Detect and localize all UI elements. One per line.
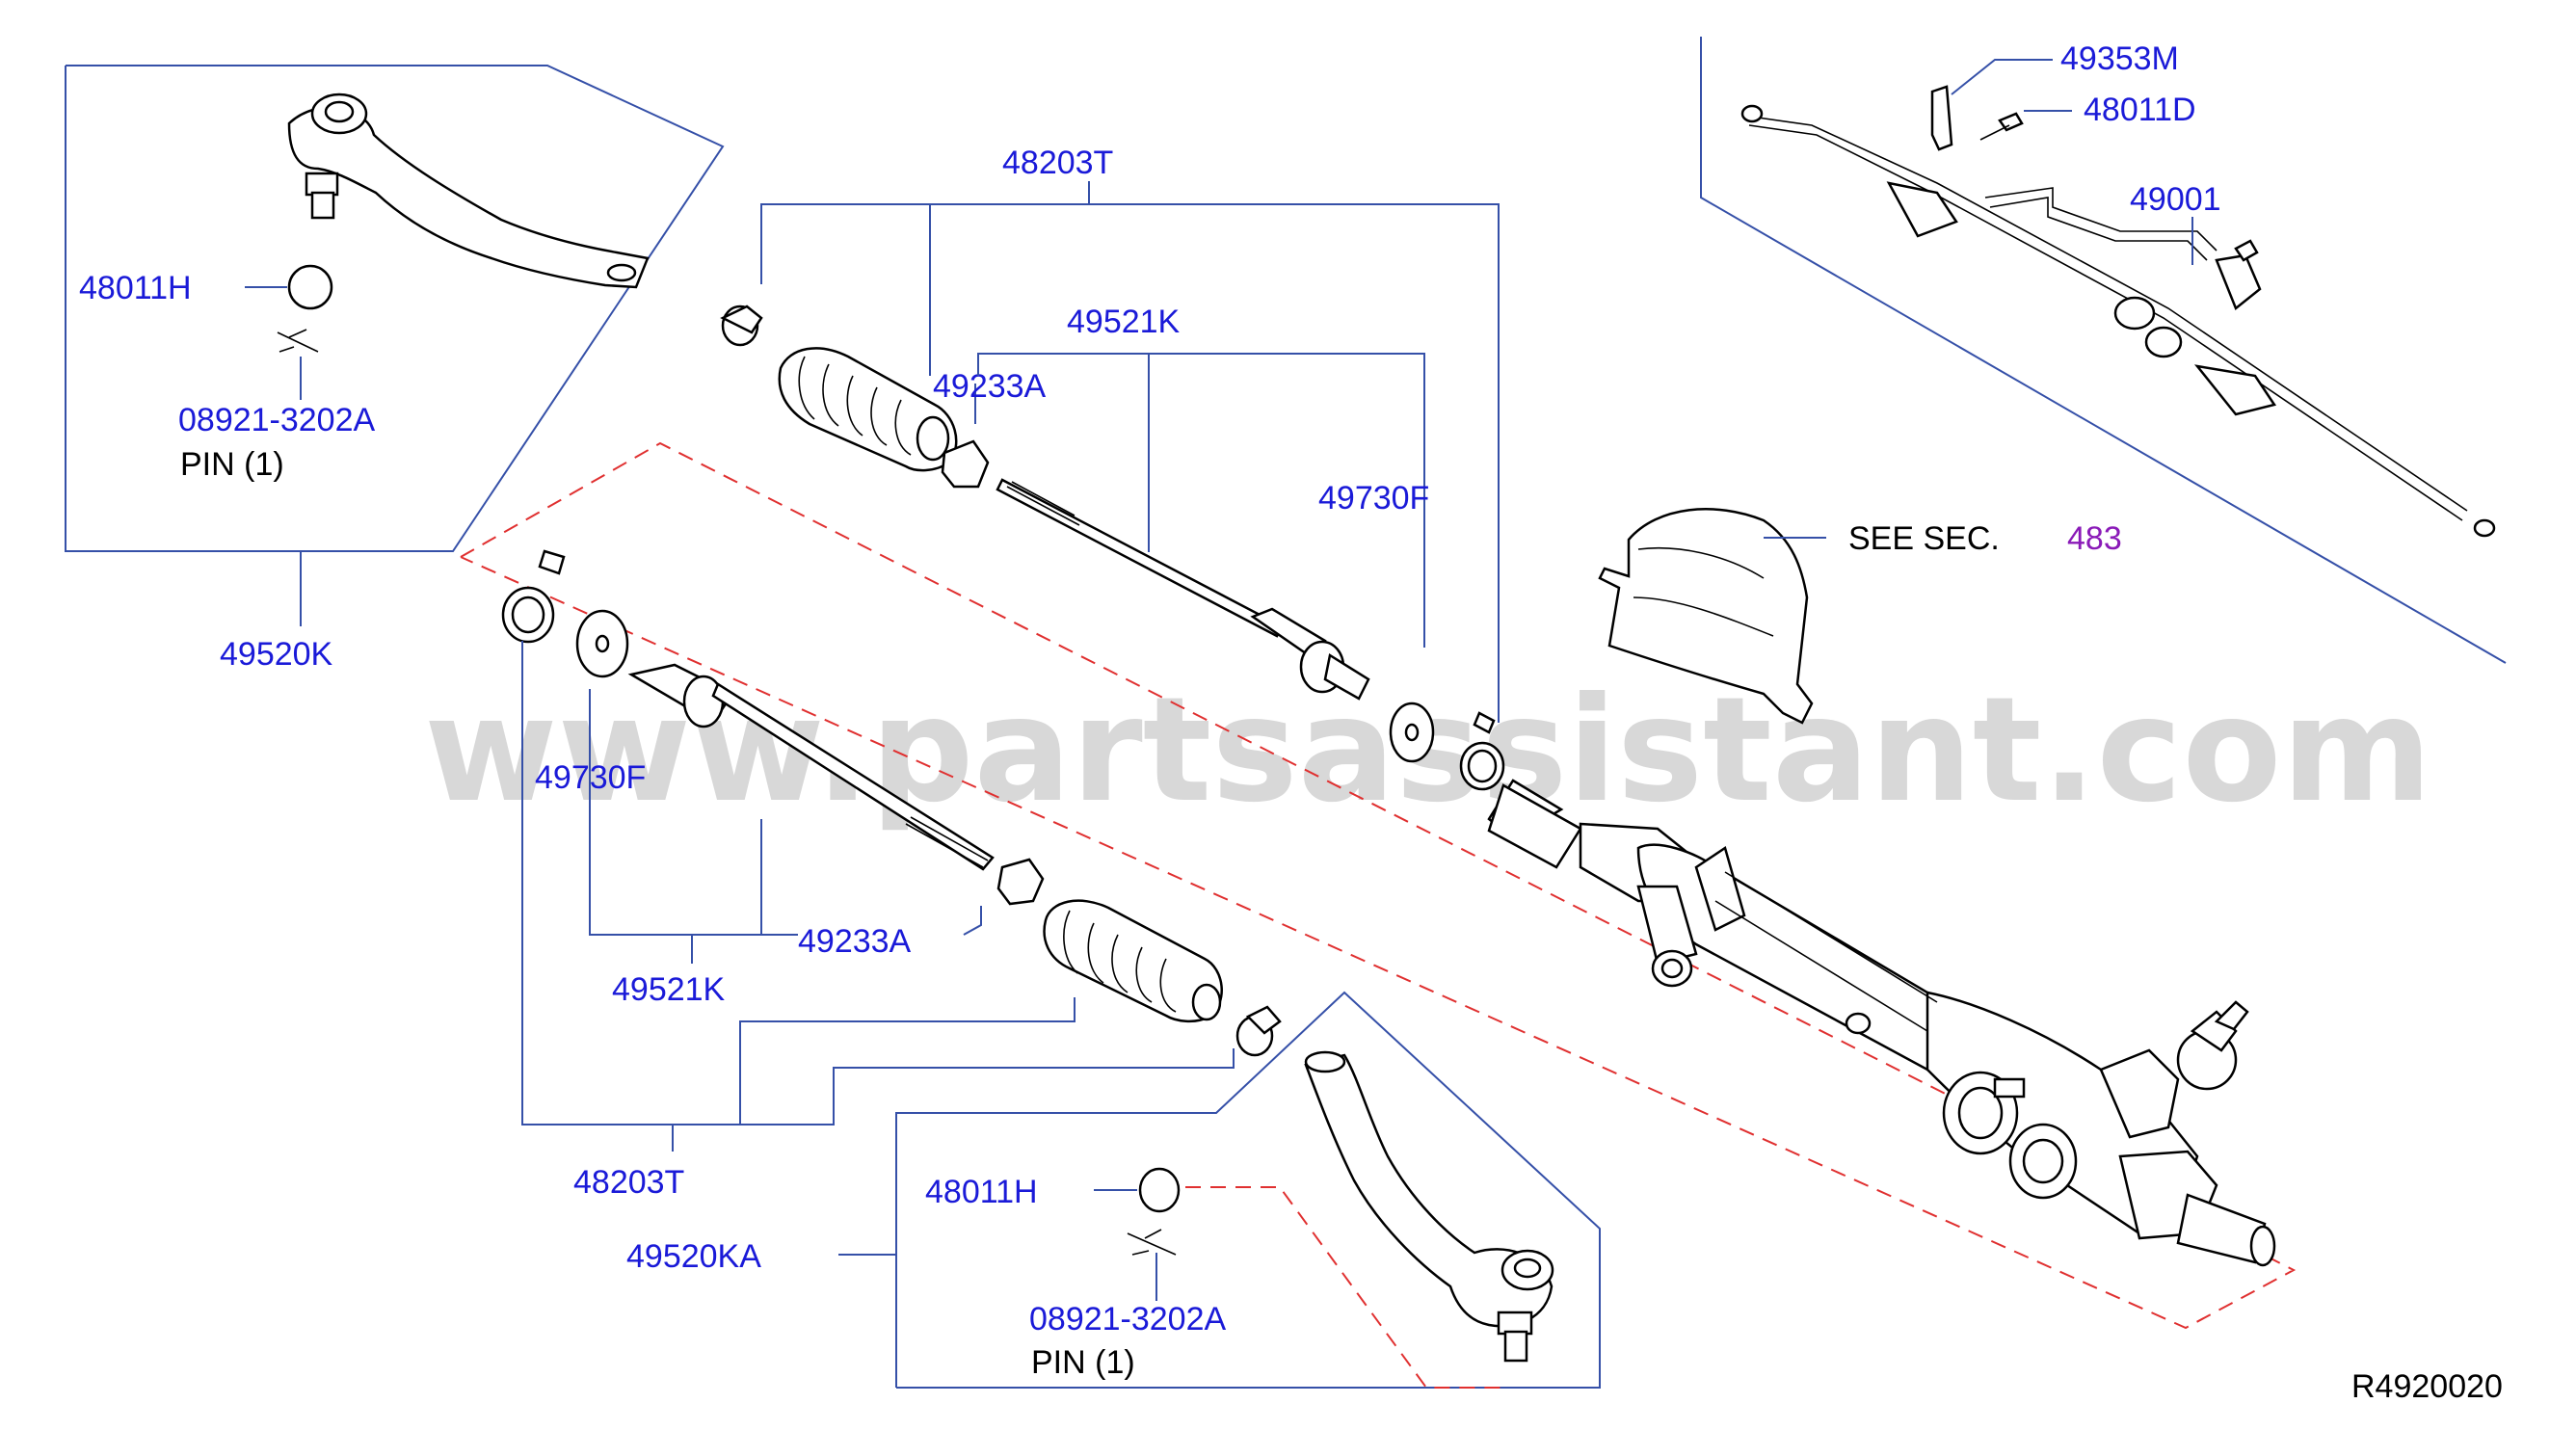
pin-top-part [277, 329, 319, 353]
clamp-ring-top [1459, 711, 1505, 791]
label-49233a-bottom: 49233A [798, 923, 912, 960]
tie-rod-end-left-part [287, 93, 650, 289]
clamp-ring-bottom [501, 549, 566, 644]
leader-49353m [1951, 59, 2053, 95]
label-48203t-top: 48203T [1002, 145, 1113, 181]
steering-gear-assy-inset [1740, 104, 2496, 538]
label-pin-qty-top: PIN (1) [180, 446, 284, 483]
see-sec-ref-link[interactable]: 483 [2067, 520, 2122, 557]
leader-nut-bottom [963, 906, 982, 936]
label-48011h-bottom: 48011H [925, 1174, 1038, 1210]
tie-rod-end-right-part [1304, 1050, 1554, 1363]
label-pin-part-bottom: 08921-3202A [1029, 1301, 1227, 1337]
label-pin-part-top: 08921-3202A [178, 402, 376, 438]
inner-rod-bottom [627, 663, 995, 871]
see-sec-text: SEE SEC. [1848, 520, 2000, 557]
diagram-id: R4920020 [2351, 1368, 2503, 1405]
inset-box [1700, 37, 2507, 664]
label-49730f-bottom: 49730F [535, 759, 646, 796]
nut-48011h-top [287, 264, 333, 310]
label-49521k-top: 49521K [1067, 304, 1181, 340]
nut-48011h-bottom [1138, 1167, 1181, 1213]
pin-bottom-part [1127, 1229, 1177, 1256]
nut-rod-bottom [996, 858, 1045, 906]
steering-gear-housing [1487, 779, 2276, 1267]
bracket-49521k-top [977, 353, 1425, 648]
label-49233a-top: 49233A [933, 368, 1047, 405]
bracket-49353m-part [1930, 85, 1953, 151]
tie-rod-end-left-box [65, 65, 725, 552]
label-49353m: 49353M [2060, 40, 2179, 77]
inner-rod-top [996, 478, 1370, 701]
label-48203t-bottom: 48203T [573, 1164, 684, 1201]
boot-bottom [1043, 899, 1223, 1023]
label-pin-qty-bottom: PIN (1) [1031, 1344, 1135, 1381]
label-49520ka: 49520KA [626, 1238, 761, 1275]
label-48011d: 48011D [2084, 92, 2196, 128]
assembly-outline [460, 441, 2297, 1330]
label-49001: 49001 [2130, 181, 2221, 218]
bracket-48203t-top [760, 203, 1500, 723]
label-49730f-top: 49730F [1318, 480, 1429, 516]
right-dashed-link [1185, 1186, 1503, 1389]
bracket-49521k-bottom [589, 689, 762, 936]
clamp-bottom-small [1235, 1005, 1282, 1057]
bolt-48011d-part [1979, 112, 2024, 141]
leader-48203t-bottom-boot [739, 997, 1076, 1125]
tie-rod-end-right-box [895, 991, 1601, 1389]
nut-rod-top [941, 439, 990, 489]
label-49521k-bottom: 49521K [612, 971, 726, 1008]
bracket-48203t-bottom [521, 641, 1235, 1125]
clamp-top-small [720, 305, 763, 347]
label-49520k: 49520K [220, 636, 333, 673]
heat-insulator-cover [1598, 508, 1814, 725]
label-48011h-top: 48011H [79, 270, 192, 306]
